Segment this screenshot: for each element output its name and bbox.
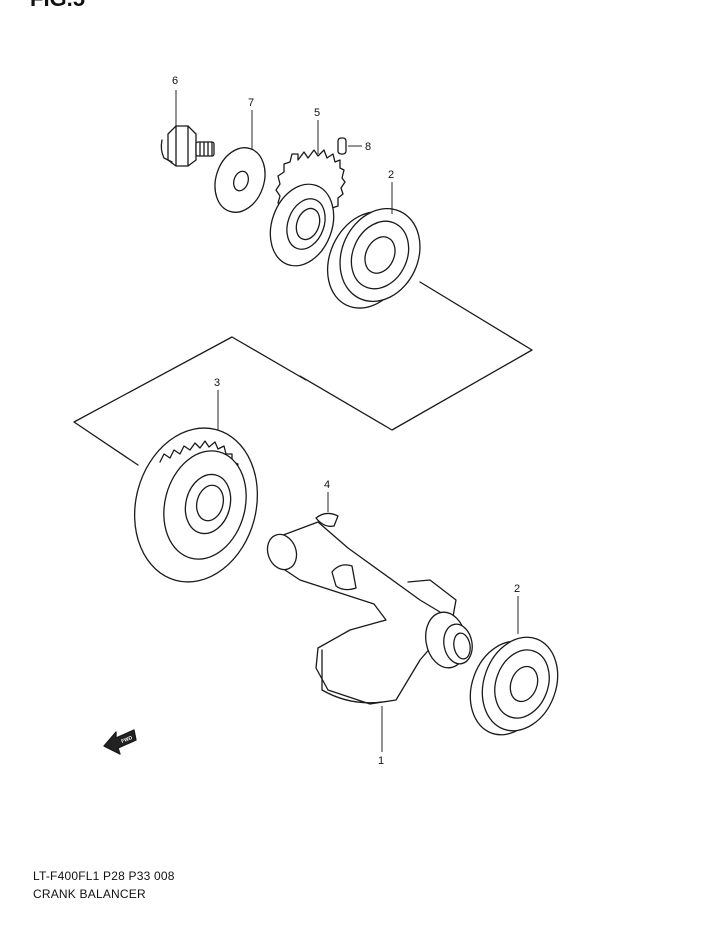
part-bearing-lower — [469, 636, 559, 736]
callout-8: 8 — [365, 141, 371, 153]
part-woodruff-key — [315, 512, 339, 527]
part-flange-bolt — [160, 125, 215, 167]
fwd-label: FWD — [121, 735, 134, 745]
diagram-code: LT-F400FL1 P28 P33 008 — [33, 869, 175, 883]
callout-2-lower: 2 — [514, 583, 520, 595]
fwd-arrow-icon: FWD — [103, 729, 137, 755]
callout-4: 4 — [324, 479, 330, 491]
callout-1: 1 — [378, 755, 384, 767]
part-balancer-shaft — [266, 521, 473, 705]
diagram-title: CRANK BALANCER — [33, 887, 146, 901]
leader-lines — [175, 90, 519, 752]
callout-5: 5 — [314, 107, 320, 119]
assembly-outline — [73, 281, 533, 466]
part-bearing-upper — [326, 207, 421, 309]
callout-2-upper: 2 — [388, 169, 394, 181]
figure-label: FIG.5 — [30, 0, 85, 12]
callout-labels: 6 7 5 8 2 3 4 2 1 — [172, 75, 520, 767]
part-key-pin — [337, 137, 347, 155]
part-drive-gear — [269, 149, 346, 267]
callout-6: 6 — [172, 75, 178, 87]
callout-3: 3 — [214, 377, 220, 389]
callout-7: 7 — [248, 97, 254, 109]
part-driven-gear — [133, 427, 259, 583]
part-washer — [214, 147, 266, 213]
